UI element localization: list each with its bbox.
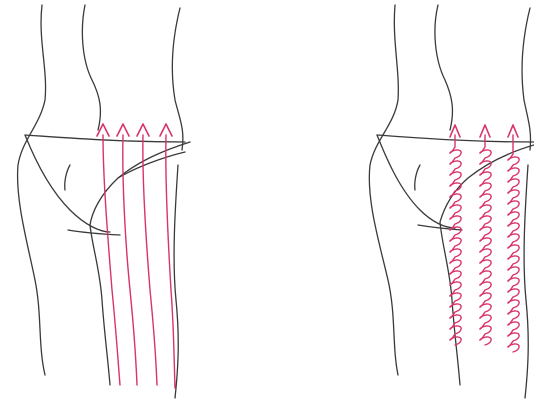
stroke-arrows bbox=[97, 124, 175, 388]
waist-line bbox=[435, 5, 453, 130]
arrow-head-4 bbox=[160, 124, 172, 136]
arrow-stroke-1 bbox=[103, 135, 120, 385]
outer-contour-right bbox=[172, 8, 183, 150]
waistband bbox=[25, 135, 185, 142]
loop-arrows bbox=[450, 125, 519, 352]
body-outline bbox=[18, 5, 190, 398]
outer-contour-left bbox=[18, 5, 46, 375]
waist-line bbox=[82, 5, 100, 130]
loop-stroke-3 bbox=[508, 135, 519, 352]
loop-stroke-1 bbox=[450, 135, 461, 345]
arrow-head-3 bbox=[137, 124, 149, 136]
hip-crease bbox=[65, 165, 70, 190]
arrow-head-2 bbox=[117, 124, 129, 136]
outer-contour-left bbox=[369, 5, 398, 375]
outer-contour-right bbox=[522, 8, 531, 150]
figure-straight-strokes bbox=[18, 5, 190, 398]
brief-leg-curve bbox=[25, 135, 110, 232]
lower-fold bbox=[118, 152, 185, 178]
figure-circular-strokes bbox=[369, 5, 534, 398]
arrow-stroke-3 bbox=[143, 135, 157, 385]
fold-tick bbox=[68, 230, 120, 235]
outer-contour-right-lower bbox=[524, 165, 528, 398]
hip-crease bbox=[415, 165, 420, 190]
